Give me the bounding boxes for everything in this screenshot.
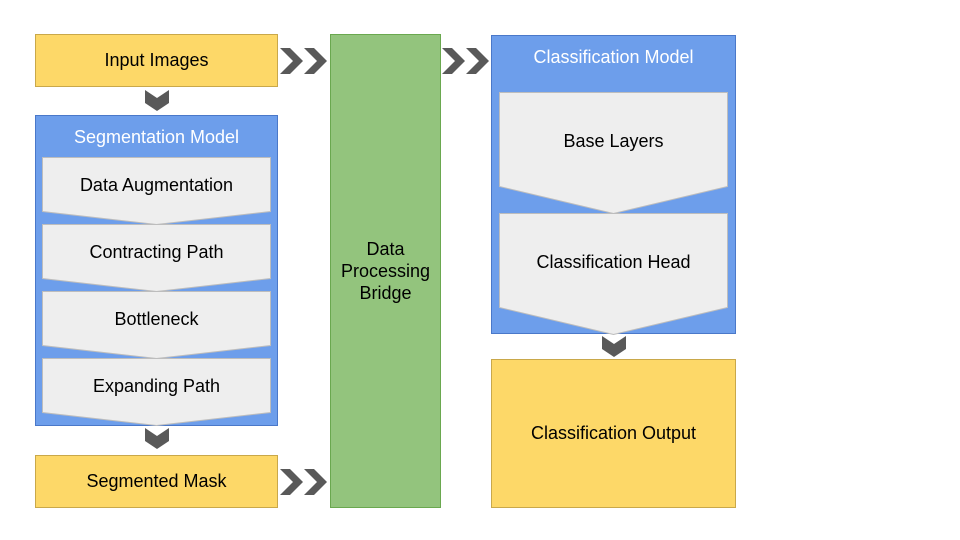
contracting-path-label: Contracting Path	[89, 241, 224, 262]
base-layers-label: Base Layers	[563, 130, 664, 151]
input-images-box: Input Images	[35, 34, 278, 87]
arrow-down-icon	[145, 90, 169, 111]
classification-head-step	[499, 213, 728, 336]
double-chevron-right-icon	[442, 48, 489, 74]
segmentation-model-title: Segmentation Model	[73, 127, 240, 147]
data-processing-bridge: Data Processing Bridge	[330, 34, 441, 508]
bridge-label-line3: Bridge	[359, 283, 412, 303]
input-images-label: Input Images	[104, 50, 209, 70]
segmented-mask-label: Segmented Mask	[86, 471, 227, 491]
double-chevron-right-icon	[280, 48, 327, 74]
bottleneck-label: Bottleneck	[114, 308, 199, 329]
segmented-mask-box: Segmented Mask	[35, 455, 278, 508]
bottleneck-step	[42, 291, 271, 360]
double-chevron-right-icon	[280, 469, 327, 495]
classification-output-label: Classification Output	[530, 423, 697, 443]
bridge-label-line2: Processing	[340, 261, 431, 281]
classification-output-box: Classification Output	[491, 359, 736, 508]
arrow-down-icon	[145, 428, 169, 449]
expanding-path-step	[42, 358, 271, 427]
expanding-path-label: Expanding Path	[92, 375, 221, 396]
classification-head-label: Classification Head	[536, 251, 691, 272]
base-layers-step	[499, 92, 728, 215]
data-augmentation-label: Data Augmentation	[79, 174, 234, 195]
classification-model-title: Classification Model	[533, 47, 694, 67]
arrow-down-icon	[602, 336, 626, 357]
data-augmentation-step	[42, 157, 271, 226]
contracting-path-step	[42, 224, 271, 293]
bridge-label-line1: Data	[366, 239, 405, 259]
